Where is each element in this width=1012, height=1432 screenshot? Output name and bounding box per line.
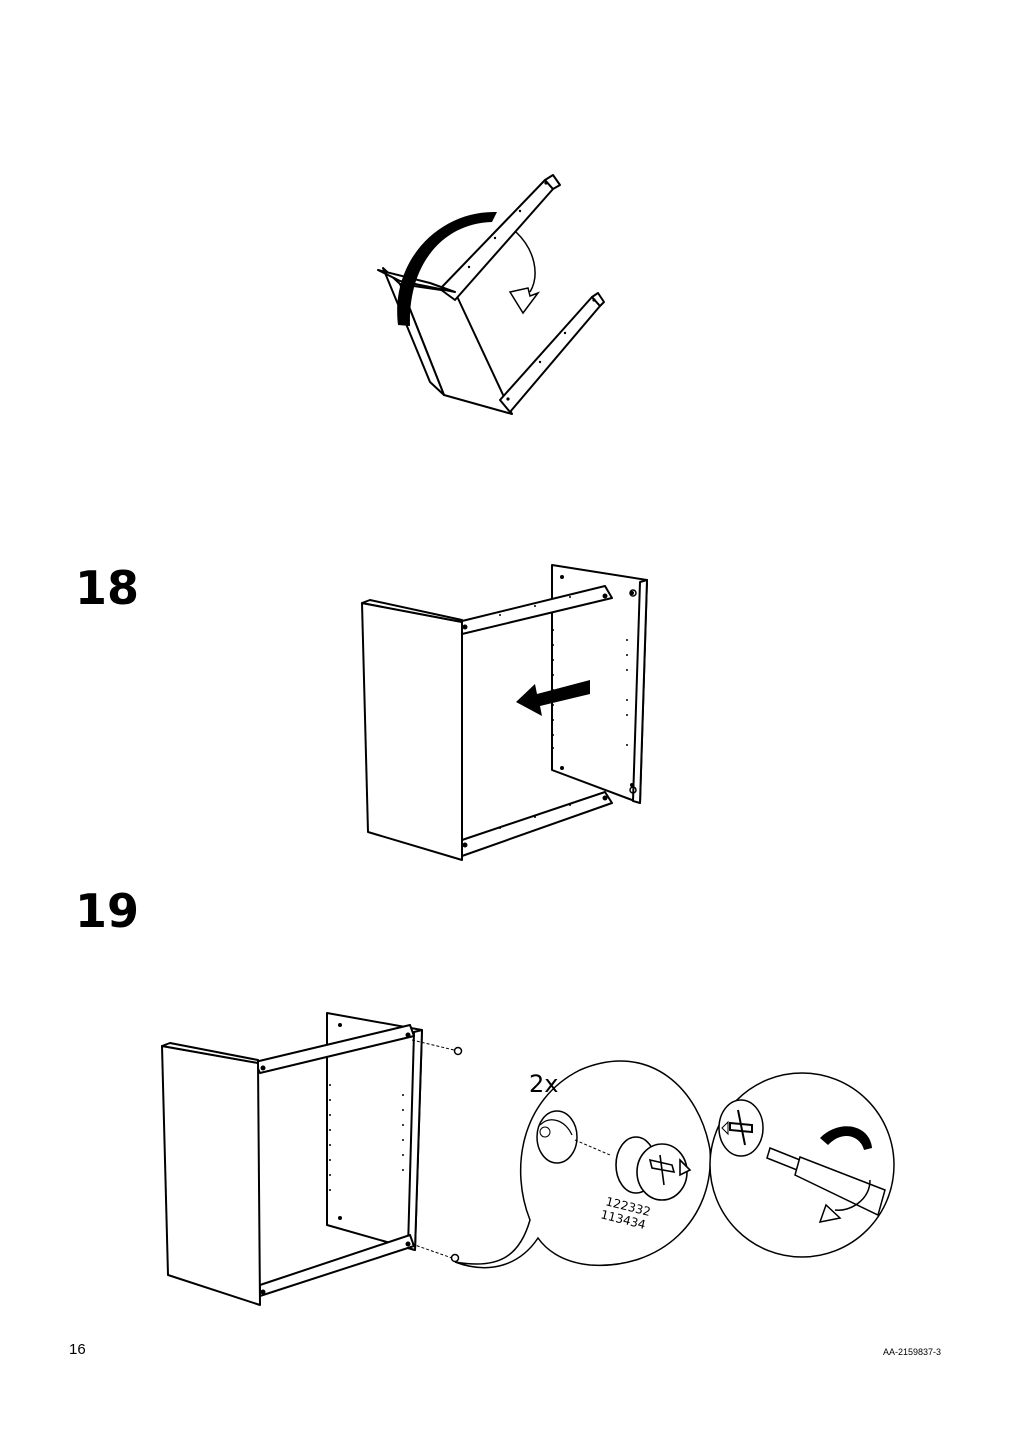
quantity-label: 2x xyxy=(529,1070,558,1098)
cam-lock-face-icon xyxy=(718,1099,764,1157)
page-number: 16 xyxy=(69,1341,86,1358)
push-arrow-icon xyxy=(516,680,590,716)
step-number-18: 18 xyxy=(75,561,140,615)
step-number-19: 19 xyxy=(75,884,140,938)
turn-detail-bubble xyxy=(709,1072,895,1258)
document-code: AA-2159837-3 xyxy=(883,1347,942,1357)
rotate-arrow-icon xyxy=(397,211,497,326)
front-side-panel xyxy=(161,1045,261,1306)
cam-detail-bubble: 122332 113434 xyxy=(454,1060,711,1269)
flip-cabinet xyxy=(377,174,605,415)
screwdriver-icon xyxy=(766,1146,886,1217)
cam-lock-icon xyxy=(615,1136,692,1201)
turn-arrow-icon xyxy=(820,1126,872,1150)
